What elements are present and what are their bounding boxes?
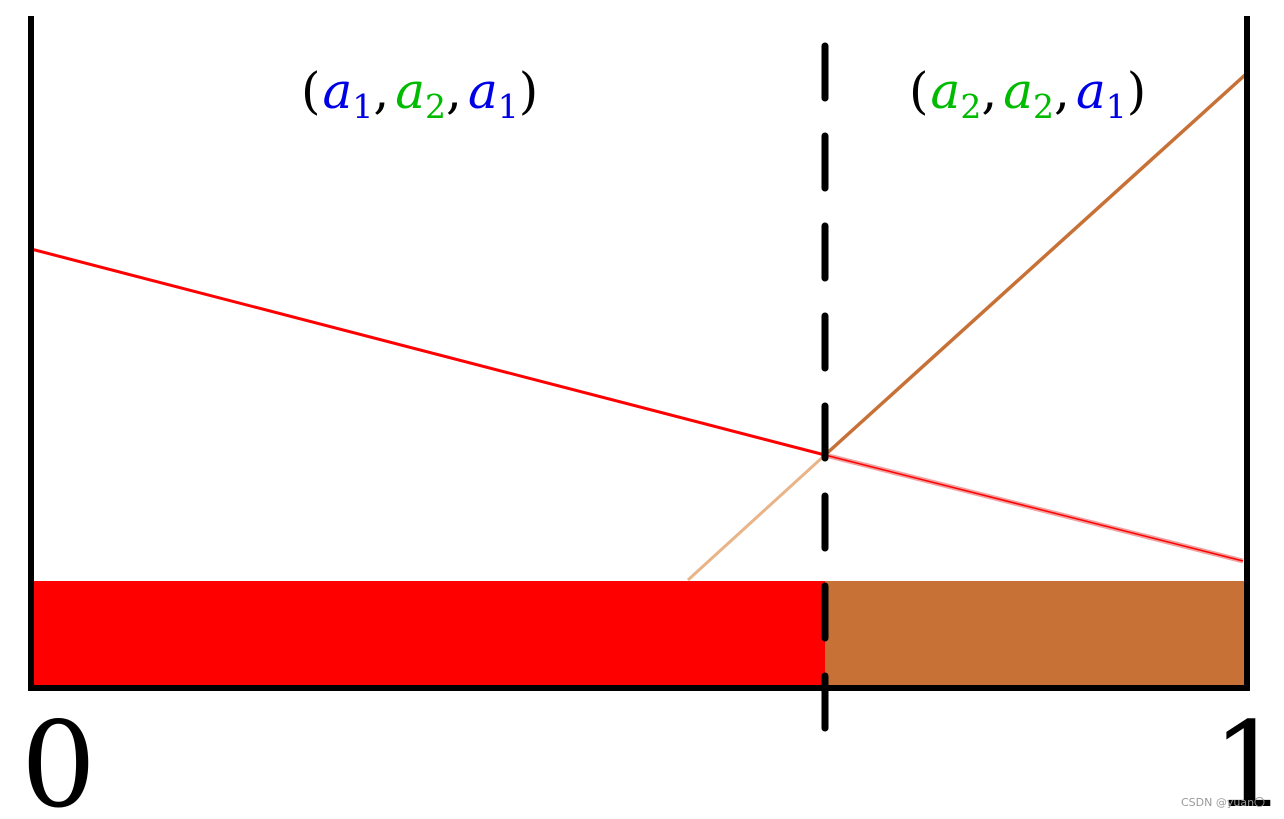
action-subscript: 2 xyxy=(960,87,981,126)
comma: , xyxy=(981,62,997,120)
comma: , xyxy=(446,62,462,120)
axis-label-zero: 0 xyxy=(21,696,96,819)
watermark-text: CSDN @yuan〇 xyxy=(1181,796,1265,809)
brown-region-band xyxy=(825,581,1247,687)
open-paren: ( xyxy=(909,62,929,120)
red-region-band xyxy=(31,581,825,687)
red-payoff-line xyxy=(30,247,826,457)
action-subscript: 2 xyxy=(1033,87,1054,126)
action-variable: a xyxy=(395,62,425,120)
action-subscript: 1 xyxy=(1106,87,1127,126)
action-variable: a xyxy=(931,62,961,120)
brown-payoff-line-faded xyxy=(686,453,827,582)
action-subscript: 1 xyxy=(498,87,519,126)
comma: , xyxy=(1054,62,1070,120)
comma: , xyxy=(373,62,389,120)
action-variable: a xyxy=(468,62,498,120)
region-label-left: (a1,a2,a1) xyxy=(301,62,538,126)
open-paren: ( xyxy=(301,62,321,120)
action-subscript: 1 xyxy=(352,87,373,126)
brown-payoff-line xyxy=(823,73,1247,457)
region-label-right: (a2,a2,a1) xyxy=(909,62,1146,126)
red-payoff-line-faded-core xyxy=(824,454,1244,562)
action-variable: a xyxy=(1076,62,1106,120)
action-variable: a xyxy=(1003,62,1033,120)
action-subscript: 2 xyxy=(425,87,446,126)
close-paren: ) xyxy=(1127,62,1147,120)
axis-label-one: 1 xyxy=(1212,696,1284,819)
close-paren: ) xyxy=(519,62,539,120)
action-variable: a xyxy=(323,62,353,120)
